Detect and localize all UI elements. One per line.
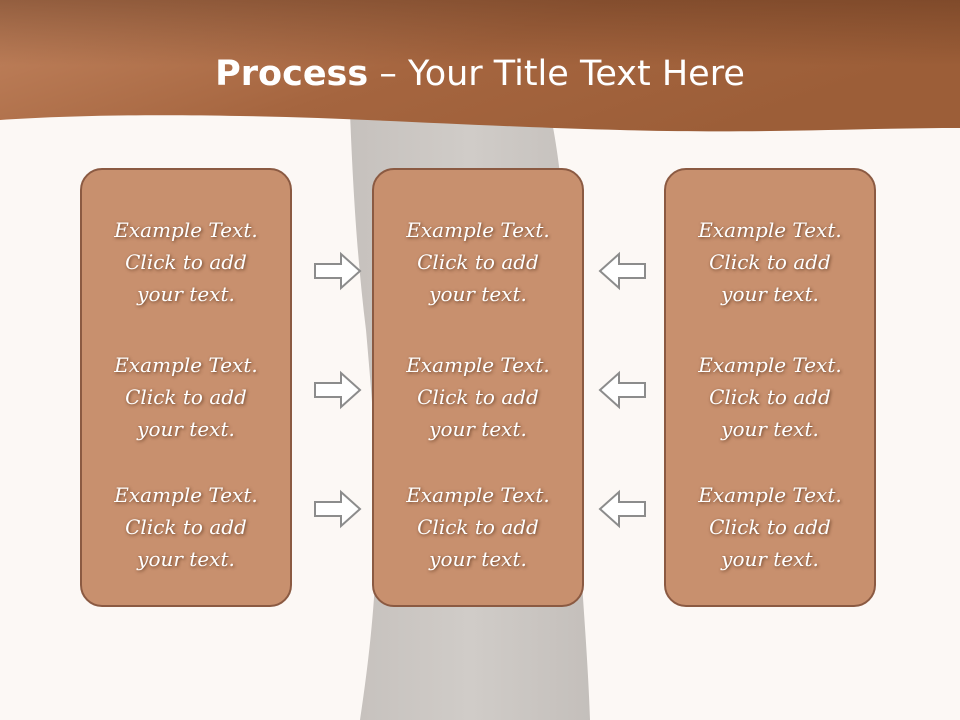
arrow-left-icon — [598, 251, 646, 291]
arrow-right-icon — [314, 370, 362, 410]
process-box-center[interactable]: Example Text. Click to add your text. Ex… — [372, 168, 584, 607]
process-box-right[interactable]: Example Text. Click to add your text. Ex… — [664, 168, 876, 607]
arrow-right-icon — [314, 489, 362, 529]
page-title: Process – Your Title Text Here — [0, 52, 960, 96]
text-block[interactable]: Example Text. Click to add your text. — [114, 353, 258, 441]
text-block[interactable]: Example Text. Click to add your text. — [114, 218, 258, 306]
process-box-left[interactable]: Example Text. Click to add your text. Ex… — [80, 168, 292, 607]
text-block[interactable]: Example Text. Click to add your text. — [698, 483, 842, 571]
text-block[interactable]: Example Text. Click to add your text. — [406, 483, 550, 571]
title-rest: – Your Title Text Here — [368, 54, 745, 94]
text-block[interactable]: Example Text. Click to add your text. — [406, 218, 550, 306]
arrow-left-icon — [598, 370, 646, 410]
text-block[interactable]: Example Text. Click to add your text. — [698, 353, 842, 441]
text-block[interactable]: Example Text. Click to add your text. — [114, 483, 258, 571]
arrow-left-icon — [598, 489, 646, 529]
title-bold: Process — [215, 54, 369, 94]
arrow-right-icon — [314, 251, 362, 291]
text-block[interactable]: Example Text. Click to add your text. — [406, 353, 550, 441]
text-block[interactable]: Example Text. Click to add your text. — [698, 218, 842, 306]
